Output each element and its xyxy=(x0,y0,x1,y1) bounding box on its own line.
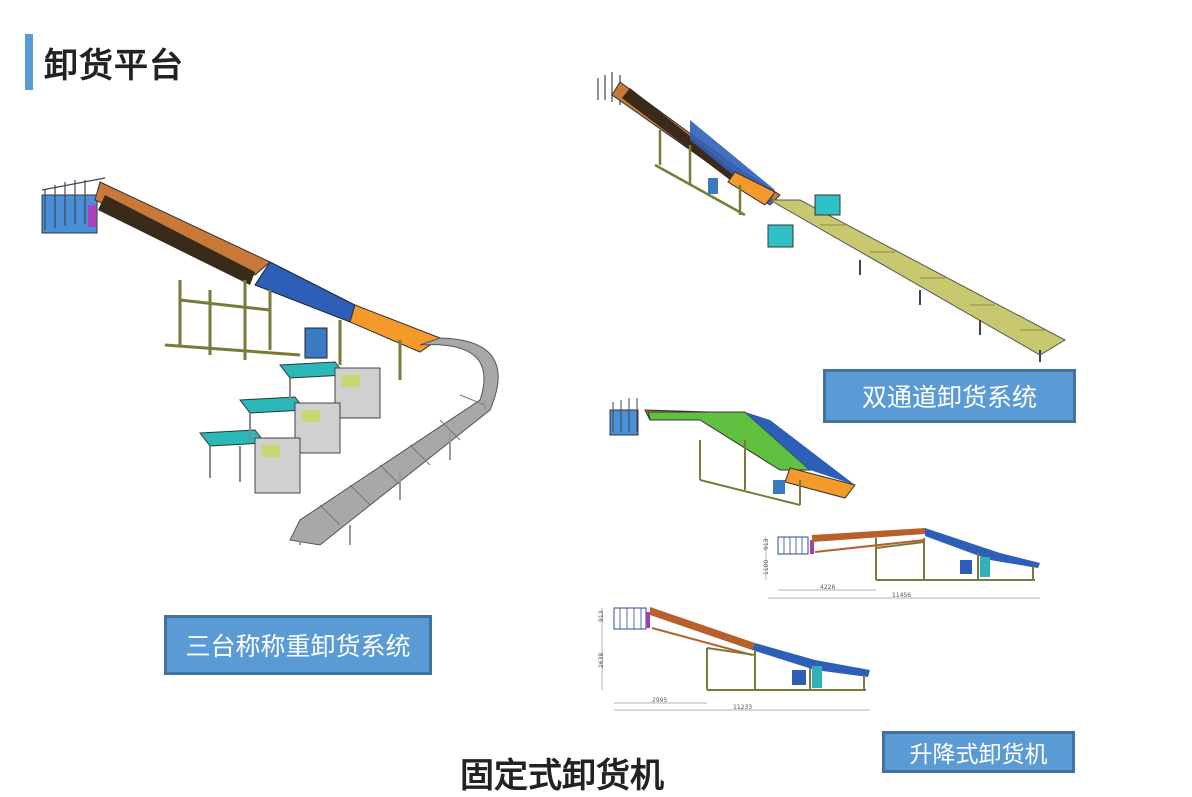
dim-label: 11456 xyxy=(892,592,911,599)
side-drawing-bottom: 913 2638 2995 11233 xyxy=(598,607,870,711)
three-scale-system-image xyxy=(41,177,499,546)
dim-label: 2995 xyxy=(652,697,667,704)
title-accent-bar xyxy=(25,34,33,90)
dual-channel-system-image xyxy=(597,72,1067,362)
three-scale-system-label: 三台称称重卸货系统 xyxy=(164,615,432,675)
lifting-unloader-3d-image xyxy=(609,398,856,506)
dim-label: 2638 xyxy=(598,653,605,668)
dual-channel-system-label: 双通道卸货系统 xyxy=(823,369,1076,423)
dim-label: 4226 xyxy=(820,584,835,591)
lifting-unloader-label: 升降式卸货机 xyxy=(882,731,1075,773)
page-title: 卸货平台 xyxy=(44,46,184,86)
dim-label: 1100 xyxy=(763,560,770,575)
dim-label: 913 xyxy=(763,538,770,550)
side-drawing-top: 913 1100 4226 11456 xyxy=(763,528,1040,599)
dim-label: 913 xyxy=(598,610,605,622)
dim-label: 11233 xyxy=(733,704,752,711)
fixed-unloader-title: 固定式卸货机 xyxy=(460,756,664,796)
